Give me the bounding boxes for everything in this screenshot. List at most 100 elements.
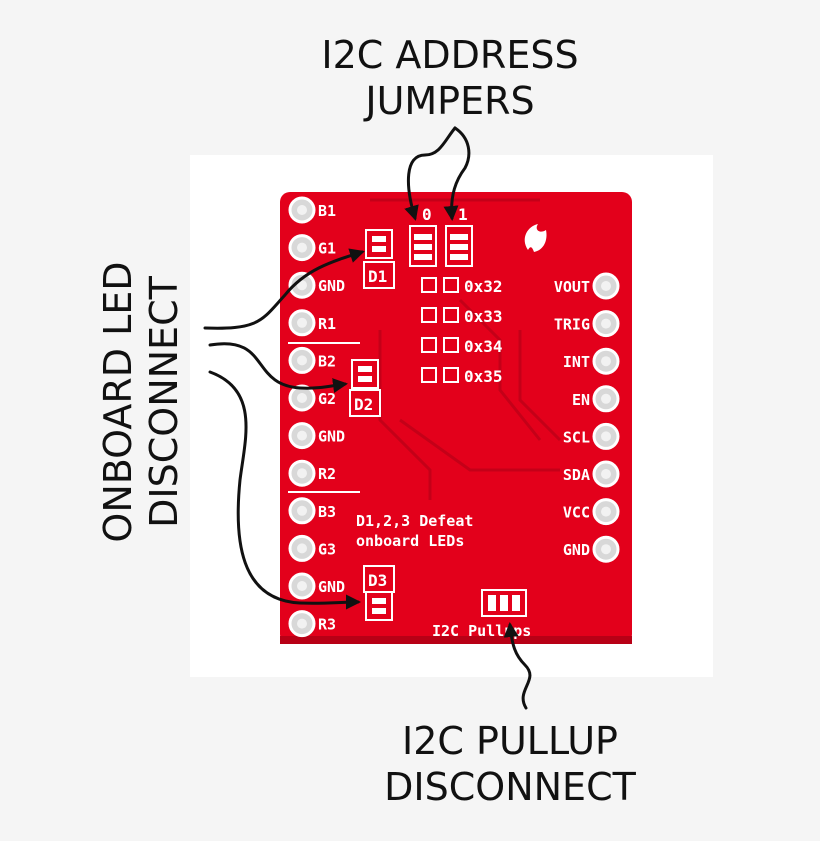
pullups-label: I2C Pullups [432, 622, 531, 640]
address-jumpers: 0 1 [409, 205, 473, 267]
address-jumpers-callout: I2C ADDRESS JUMPERS [290, 32, 610, 124]
callout-arrows [203, 126, 532, 710]
left-pin: G3 [288, 534, 336, 562]
address-callout-line1: I2C ADDRESS [321, 33, 579, 77]
left-pin-label: GND [318, 277, 345, 295]
right-pin: GND [563, 535, 620, 563]
arrow-led-d3 [208, 370, 361, 610]
left-pin-label: G3 [318, 540, 336, 558]
left-pin: GND [288, 422, 345, 450]
pin-hole-center [297, 317, 307, 328]
pin-hole-center [601, 544, 611, 555]
pin-hole-center [601, 506, 611, 517]
left-pin: R1 [288, 309, 336, 337]
address-table: 0x32 0x33 0x34 0x35 [421, 277, 503, 386]
left-pin-label: GND [318, 578, 345, 596]
right-pin-label: TRIG [554, 316, 590, 334]
addr-jumper-1-label: 1 [458, 205, 468, 224]
left-pin-label: G2 [318, 390, 336, 408]
pullup-callout-line2: DISCONNECT [384, 765, 636, 809]
pcb-shadow-edge [280, 636, 632, 644]
address-box-0 [421, 337, 437, 353]
left-pin: GND [288, 572, 345, 600]
pin-hole-center [601, 318, 611, 329]
left-pin: B3 [288, 497, 336, 525]
address-row: 0x33 [421, 307, 503, 326]
left-pin-label: B1 [318, 202, 336, 220]
pcb-traces [370, 198, 562, 500]
right-pin: SCL [563, 422, 620, 450]
led-jumper-d3: D3 [363, 565, 395, 621]
pin-hole-center [601, 469, 611, 479]
right-pin-header: VOUT TRIG INT EN SCL SDA VCC GND [554, 272, 620, 563]
right-pin: TRIG [554, 310, 620, 338]
address-box-0 [421, 367, 437, 383]
led-jumper-d1: D1 [363, 229, 395, 289]
address-label: 0x33 [464, 307, 503, 326]
sparkfun-flame-logo [524, 224, 547, 252]
left-pin: B2 [288, 346, 336, 374]
pin-hole-center [297, 581, 307, 591]
address-label: 0x32 [464, 277, 503, 296]
address-box-0 [421, 277, 437, 293]
d3-label: D3 [368, 571, 387, 590]
left-pin-label: G1 [318, 240, 336, 258]
pin-hole-center [297, 355, 307, 366]
arrow-address-1 [443, 126, 471, 221]
right-pin-label: VCC [563, 504, 590, 522]
address-label: 0x34 [464, 337, 503, 356]
left-pin-label: R2 [318, 465, 336, 483]
left-pin: GND [288, 271, 345, 299]
arrow-led-d2 [208, 342, 348, 394]
pcb-board [280, 192, 632, 644]
left-pin-label: B2 [318, 352, 336, 370]
left-pin-label: R3 [318, 616, 336, 634]
right-pin-label: SCL [563, 428, 590, 446]
address-label: 0x35 [464, 367, 503, 386]
left-pin-label: B3 [318, 503, 336, 521]
pin-hole-center [297, 242, 307, 253]
arrow-pullup [503, 622, 532, 710]
address-box-1 [443, 367, 459, 383]
right-pin: VCC [563, 498, 620, 526]
note-line1: D1,2,3 Defeat [356, 512, 473, 530]
right-pin-label: EN [572, 391, 590, 409]
left-pin: G2 [288, 384, 336, 412]
pin-hole-center [601, 393, 611, 404]
d1-label: D1 [368, 267, 387, 286]
pin-hole-center [297, 505, 307, 516]
right-pin: SDA [563, 460, 620, 488]
right-pin: INT [563, 347, 620, 375]
address-row: 0x34 [421, 337, 503, 356]
left-pin: G1 [288, 234, 336, 262]
pin-hole-center [297, 393, 307, 403]
pin-hole-center [601, 431, 611, 442]
address-box-1 [443, 277, 459, 293]
arrow-led-d1 [203, 248, 365, 330]
d2-label: D2 [354, 395, 373, 414]
left-pin: B1 [288, 196, 336, 224]
note-line2: onboard LEDs [356, 532, 464, 550]
address-row: 0x35 [421, 367, 503, 386]
right-pin-label: GND [563, 541, 590, 559]
address-row: 0x32 [421, 277, 503, 296]
addr-jumper-0-label: 0 [422, 205, 432, 224]
right-pin: EN [572, 385, 620, 413]
address-callout-line2: JUMPERS [365, 79, 535, 123]
arrow-address-0 [404, 126, 457, 221]
led-jumper-d2: D2 [349, 359, 381, 417]
right-pin-label: INT [563, 353, 590, 371]
pin-hole-center [297, 430, 307, 441]
pin-hole-center [601, 356, 611, 367]
pin-hole-center [297, 618, 307, 629]
left-pin: R3 [288, 610, 336, 638]
left-pin-label: GND [318, 428, 345, 446]
right-pin-label: VOUT [554, 278, 590, 296]
pullup-callout-line1: I2C PULLUP [402, 719, 618, 763]
pin-hole-center [601, 281, 611, 291]
left-pin: R2 [288, 459, 336, 487]
pin-hole-center [297, 543, 307, 554]
address-box-1 [443, 307, 459, 323]
